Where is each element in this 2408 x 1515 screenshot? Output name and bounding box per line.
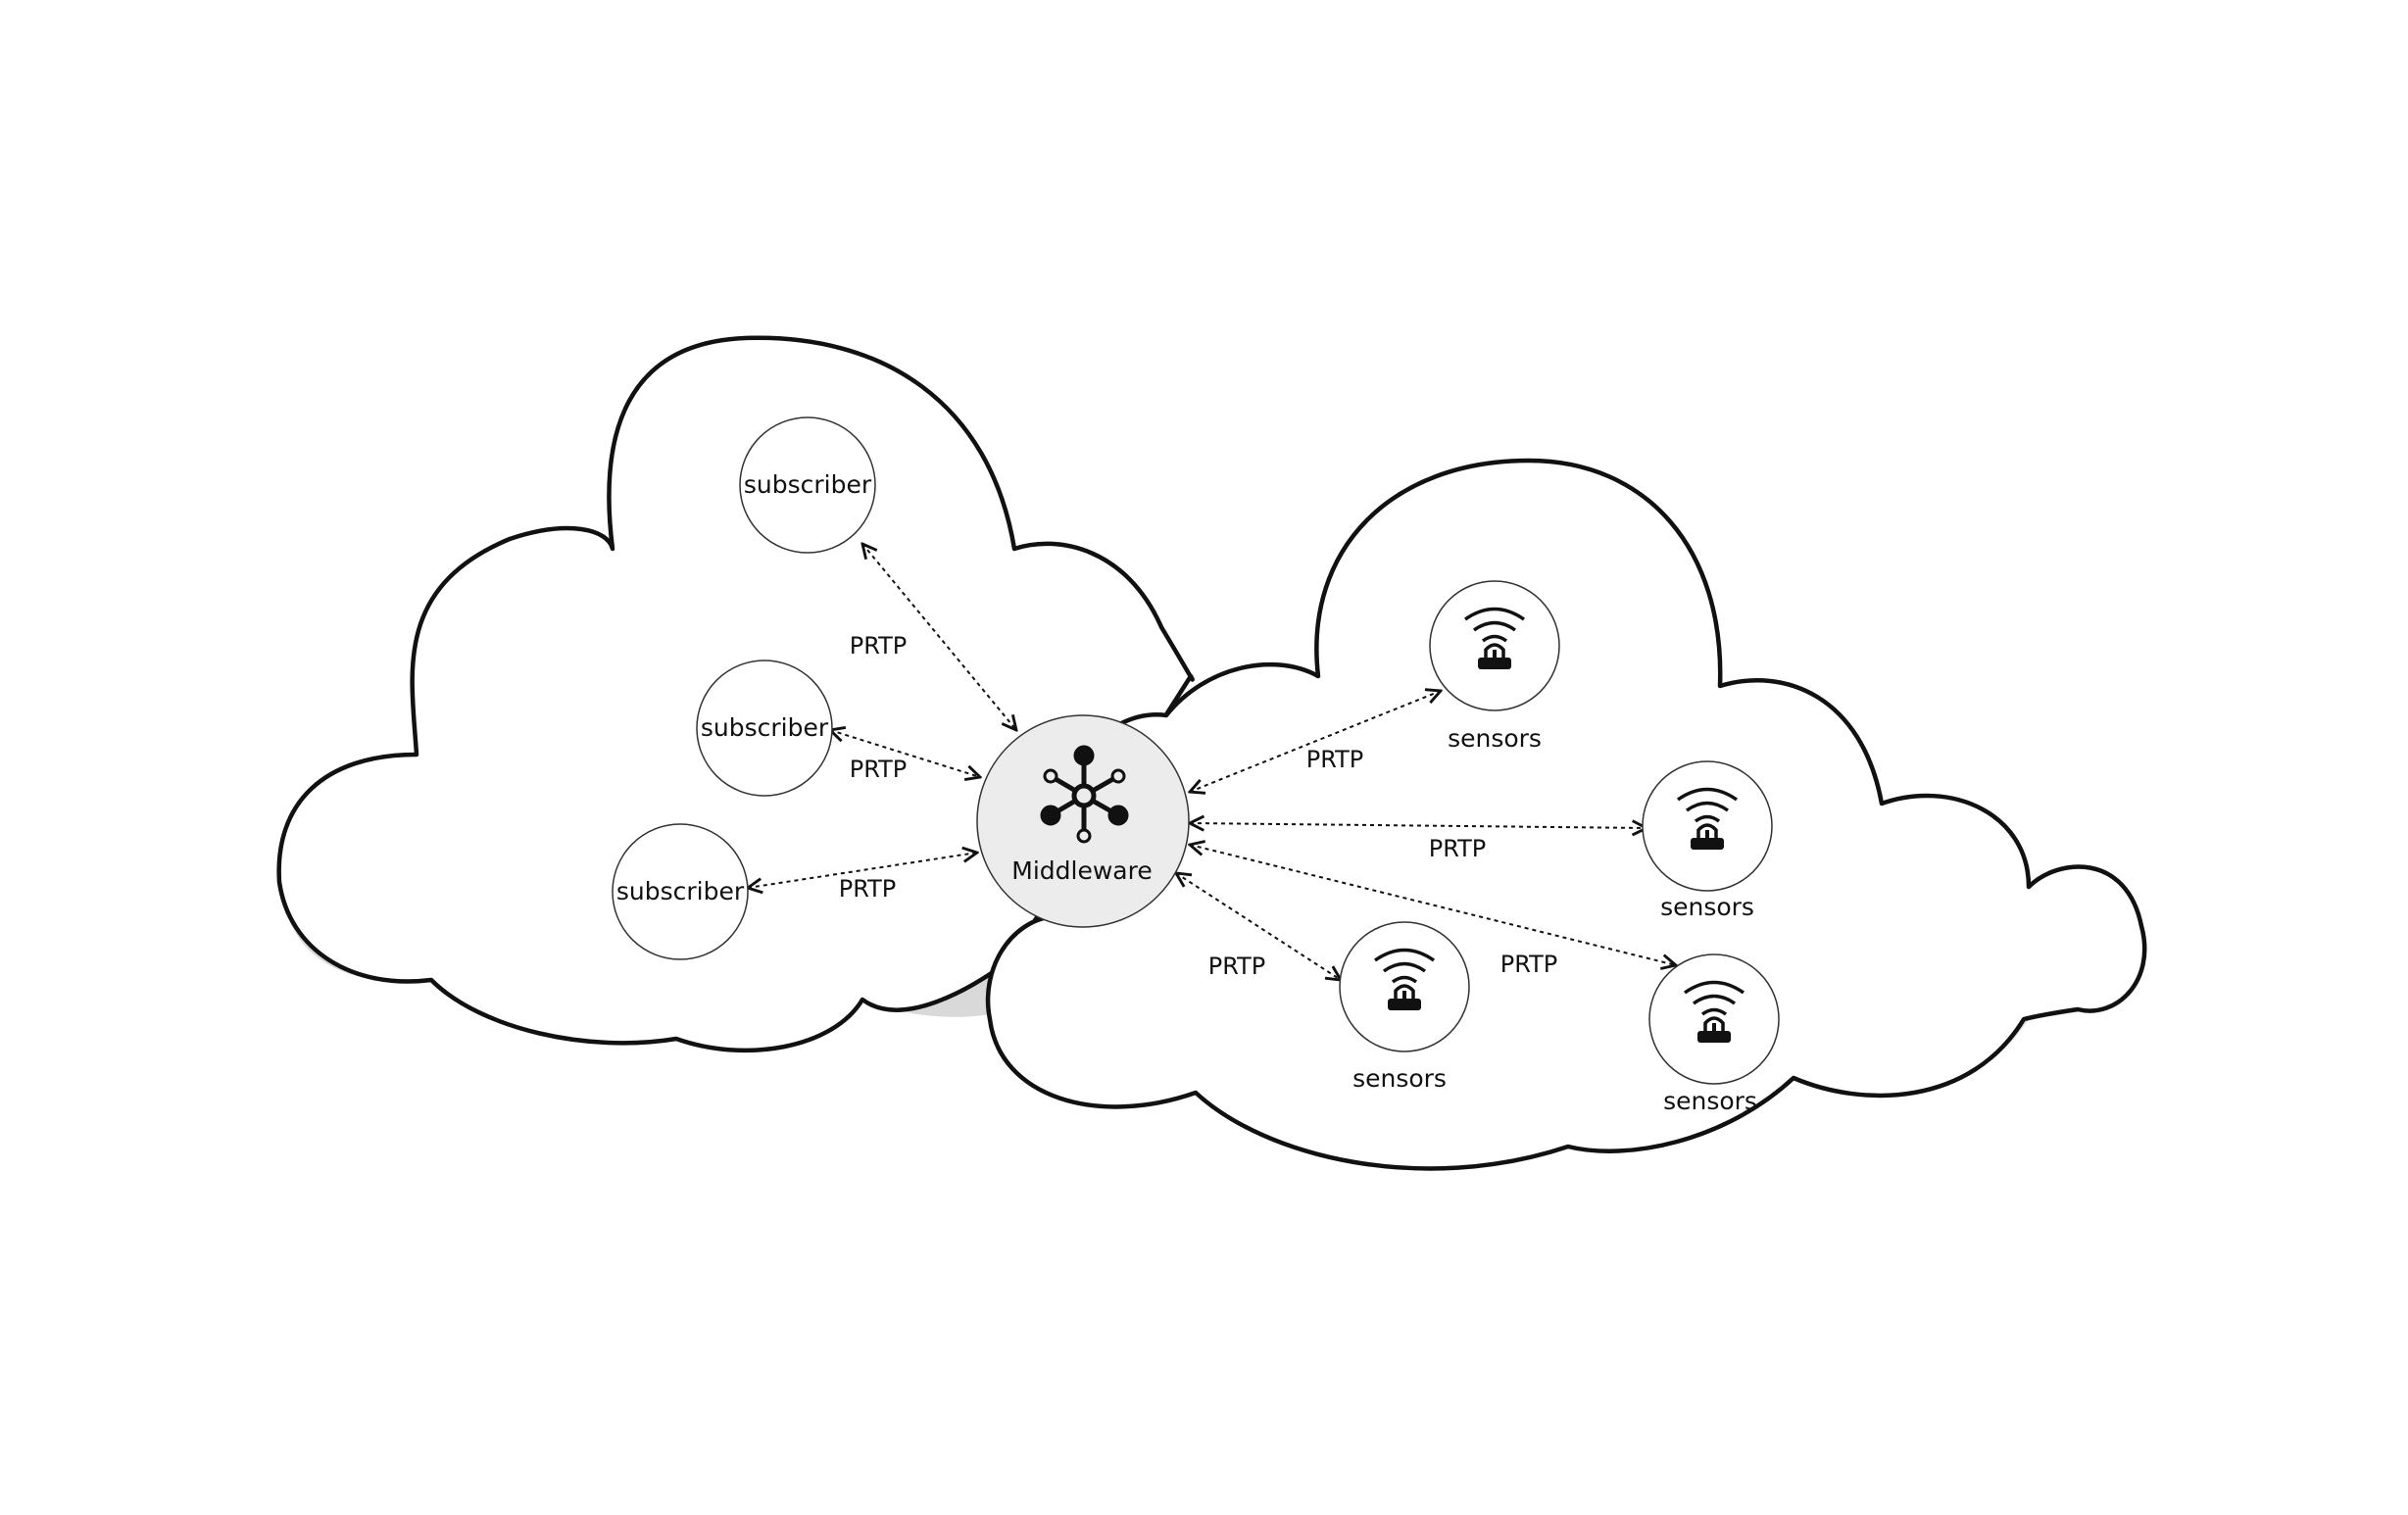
subscriber-node-3: subscriber <box>612 823 749 960</box>
edge-label: PRTP <box>1500 951 1558 978</box>
edge-sensor-4 <box>1190 845 1676 965</box>
wireless-sensor-icon <box>1676 787 1739 850</box>
sensor-node-3: sensors <box>1339 921 1470 1093</box>
middleware-node: Middleware <box>976 714 1190 928</box>
middleware-label: Middleware <box>1011 856 1152 885</box>
edge-label: PRTP <box>1429 835 1487 862</box>
subscriber-label: subscriber <box>701 713 829 742</box>
edge-label: PRTP <box>850 632 908 660</box>
sensor-node-4: sensors <box>1648 953 1780 1115</box>
subscriber-label: subscriber <box>616 877 745 905</box>
edges <box>748 544 1676 980</box>
sensor-label: sensors <box>1448 724 1542 753</box>
edge-label: PRTP <box>839 875 897 903</box>
sensor-label: sensors <box>1663 1087 1757 1115</box>
edge-label: PRTP <box>1306 746 1364 773</box>
sensor-node-2: sensors <box>1642 760 1773 921</box>
wireless-sensor-icon <box>1683 980 1745 1043</box>
edge-subscriber-1 <box>862 544 1016 730</box>
right-cloud <box>985 458 2147 1171</box>
sensor-label: sensors <box>1352 1064 1447 1093</box>
subscriber-label: subscriber <box>744 470 872 499</box>
edge-sensor-2 <box>1190 823 1646 828</box>
edge-label: PRTP <box>1208 953 1266 980</box>
subscriber-node-2: subscriber <box>696 660 833 797</box>
sensor-node-1: sensors <box>1429 580 1560 753</box>
right-cloud-body <box>985 458 2147 1171</box>
sensor-label: sensors <box>1660 893 1754 921</box>
edge-label: PRTP <box>850 756 908 783</box>
edge-subscriber-2 <box>830 730 980 777</box>
network-hub-icon <box>1040 745 1129 844</box>
edge-sensor-1 <box>1190 691 1441 792</box>
wireless-sensor-icon <box>1373 948 1436 1010</box>
subscriber-node-1: subscriber <box>739 416 876 554</box>
edge-labels: PRTP PRTP PRTP PRTP PRTP PRTP PRTP <box>839 632 1558 980</box>
wireless-sensor-icon <box>1463 607 1526 669</box>
